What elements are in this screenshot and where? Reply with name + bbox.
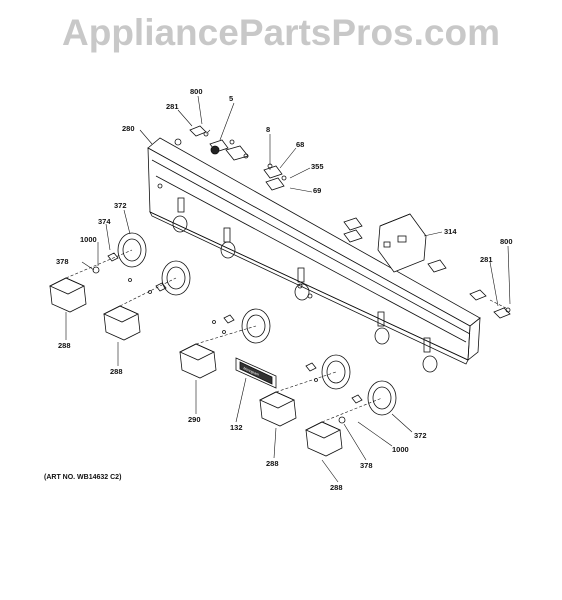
label-374: 374: [98, 217, 111, 226]
label-288-a: 288: [58, 341, 71, 350]
label-5: 5: [229, 94, 233, 103]
label-288-d: 288: [330, 483, 343, 492]
label-132: 132: [230, 423, 243, 432]
top-brackets: [189, 125, 511, 319]
label-378-right: 378: [360, 461, 373, 470]
guide-lines: [65, 129, 507, 423]
control-knobs: [49, 277, 343, 457]
label-314: 314: [444, 227, 457, 236]
nameplate-badge-text: Monogram: [243, 366, 260, 376]
label-378-left: 378: [56, 257, 69, 266]
leader-lines: [65, 95, 511, 483]
nameplate-132: [235, 357, 277, 389]
label-800-right: 800: [500, 237, 513, 246]
control-panel-body: [147, 137, 481, 373]
label-800-top: 800: [190, 87, 203, 96]
label-1000-right: 1000: [392, 445, 409, 454]
label-1000-left: 1000: [80, 235, 97, 244]
label-372-right: 372: [414, 431, 427, 440]
watermark: AppliancePartsPros.com: [62, 12, 500, 53]
label-288-b: 288: [110, 367, 123, 376]
label-290: 290: [188, 415, 201, 424]
label-288-c: 288: [266, 459, 279, 468]
label-68: 68: [296, 140, 304, 149]
label-355: 355: [311, 162, 324, 171]
control-module-314: [377, 213, 427, 273]
part-labels: 800 281 5 280 8 68 355 69 372 374 1000 3…: [56, 87, 513, 492]
clips-and-screws: [92, 252, 363, 424]
label-372-left: 372: [114, 201, 127, 210]
label-69: 69: [313, 186, 321, 195]
label-280: 280: [122, 124, 135, 133]
label-8: 8: [266, 125, 270, 134]
label-281-right: 281: [480, 255, 493, 264]
label-281-top: 281: [166, 102, 179, 111]
art-number: (ART NO. WB14632 C2): [44, 474, 122, 481]
